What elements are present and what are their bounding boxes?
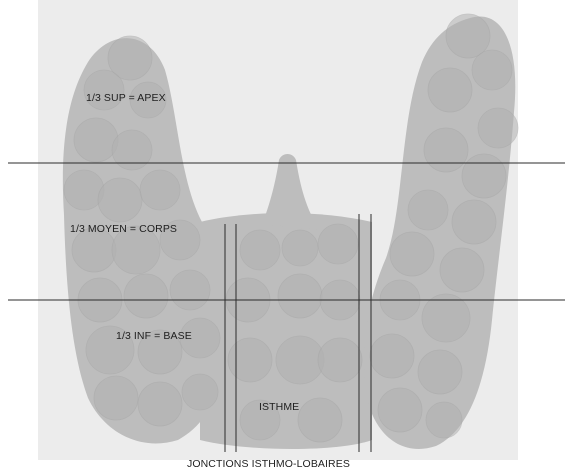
lobule bbox=[170, 270, 210, 310]
lobule bbox=[112, 130, 152, 170]
lobule bbox=[98, 178, 142, 222]
lobule bbox=[390, 232, 434, 276]
lobule bbox=[282, 230, 318, 266]
lobule bbox=[422, 294, 470, 342]
middle-third-label: 1/3 MOYEN = CORPS bbox=[70, 223, 177, 235]
lobule bbox=[378, 388, 422, 432]
lobule bbox=[452, 200, 496, 244]
lobule bbox=[446, 14, 490, 58]
lobule bbox=[370, 334, 414, 378]
lobule bbox=[182, 374, 218, 410]
lobule bbox=[418, 350, 462, 394]
lobule bbox=[408, 190, 448, 230]
lobule bbox=[440, 248, 484, 292]
lobule bbox=[228, 338, 272, 382]
lobule bbox=[478, 108, 518, 148]
junctions-label: JONCTIONS ISTHMO-LOBAIRES bbox=[187, 458, 350, 470]
lobule bbox=[138, 382, 182, 426]
lobule bbox=[424, 128, 468, 172]
lobule bbox=[74, 118, 118, 162]
lobule bbox=[318, 224, 358, 264]
lobule bbox=[124, 274, 168, 318]
lobule bbox=[276, 336, 324, 384]
lobule bbox=[140, 170, 180, 210]
lobule bbox=[472, 50, 512, 90]
lower-third-label: 1/3 INF = BASE bbox=[116, 330, 192, 342]
lobule bbox=[318, 338, 362, 382]
lobule bbox=[278, 274, 322, 318]
lobule bbox=[240, 230, 280, 270]
upper-third-label: 1/3 SUP = APEX bbox=[86, 92, 166, 104]
lobule bbox=[298, 398, 342, 442]
lobule bbox=[94, 376, 138, 420]
lobule bbox=[426, 402, 462, 438]
lobule bbox=[84, 70, 124, 110]
lobule bbox=[462, 154, 506, 198]
lobule bbox=[428, 68, 472, 112]
isthmus-label: ISTHME bbox=[259, 401, 299, 413]
